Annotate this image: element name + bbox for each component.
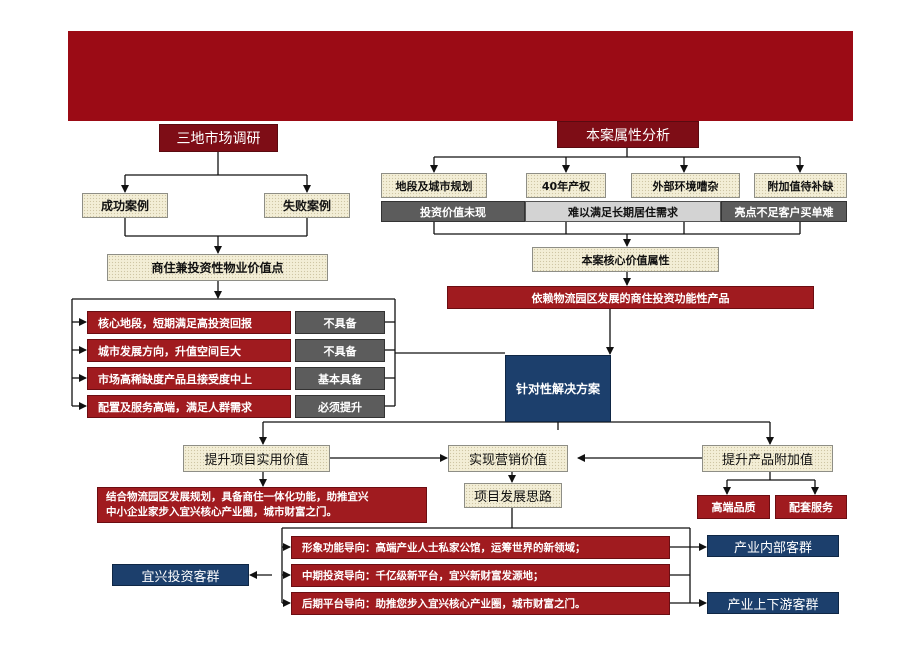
value-row-status-3: 基本具备 xyxy=(295,367,385,390)
attribute-item-3: 外部环境嘈杂 xyxy=(631,173,740,198)
solution-box: 针对性解决方案 xyxy=(505,355,611,422)
high-end-quality-box: 高端品质 xyxy=(697,495,770,519)
attribute-issue-3: 亮点不足客户买单难 xyxy=(721,201,847,222)
attribute-issue-1: 投资价值未现 xyxy=(381,201,525,222)
value-row-point-1: 核心地段，短期满足高投资回报 xyxy=(87,311,291,334)
yixing-investor-customers: 宜兴投资客群 xyxy=(112,564,249,586)
improve-product-value-box: 提升产品附加值 xyxy=(702,445,833,472)
attribute-item-1: 地段及城市规划 xyxy=(381,173,487,198)
failure-cases-box: 失败案例 xyxy=(264,193,350,218)
value-row-point-2: 城市发展方向，升值空间巨大 xyxy=(87,339,291,362)
attribute-item-4: 附加值待补缺 xyxy=(754,173,847,198)
upstream-downstream-customers: 产业上下游客群 xyxy=(707,592,839,614)
value-row-point-3: 市场高稀缺度产品且接受度中上 xyxy=(87,367,291,390)
attribute-item-2: 40年产权 xyxy=(526,173,606,198)
value-row-status-1: 不具备 xyxy=(295,311,385,334)
improve-practical-value-box: 提升项目实用价值 xyxy=(183,445,330,472)
success-cases-box: 成功案例 xyxy=(82,193,168,218)
support-services-box: 配套服务 xyxy=(775,495,847,519)
market-research-box: 三地市场调研 xyxy=(159,124,278,152)
title-banner xyxy=(68,31,853,121)
value-row-status-4: 必须提升 xyxy=(295,395,385,418)
industry-internal-customers: 产业内部客群 xyxy=(707,535,839,557)
project-attributes-box: 本案属性分析 xyxy=(557,121,699,148)
practical-desc-line-2: 中小企业家步入宜兴核心产业圈，城市财富之门。 xyxy=(106,506,337,518)
core-value-product-box: 依赖物流园区发展的商住投资功能性产品 xyxy=(447,286,814,309)
approach-item-2: 中期投资导向：千亿级新平台，宜兴新财富发源地； xyxy=(291,564,670,587)
attribute-issue-2: 难以满足长期居住需求 xyxy=(525,201,721,222)
core-value-attr-box: 本案核心价值属性 xyxy=(532,247,719,272)
value-points-box: 商住兼投资性物业价值点 xyxy=(107,254,328,281)
practical-desc-box: 结合物流园区发展规划，具备商住一体化功能，助推宜兴 中小企业家步入宜兴核心产业圈… xyxy=(97,487,427,523)
value-row-point-4: 配置及服务高端，满足人群需求 xyxy=(87,395,291,418)
approach-item-1: 形象功能导向：高端产业人士私家公馆，运筹世界的新领域； xyxy=(291,536,670,559)
marketing-value-box: 实现营销价值 xyxy=(448,445,568,472)
practical-desc-line-1: 结合物流园区发展规划，具备商住一体化功能，助推宜兴 xyxy=(106,491,369,503)
approach-item-3: 后期平台导向：助推您步入宜兴核心产业圈，城市财富之门。 xyxy=(291,592,670,615)
value-row-status-2: 不具备 xyxy=(295,339,385,362)
dev-approach-box: 项目发展思路 xyxy=(464,483,562,508)
